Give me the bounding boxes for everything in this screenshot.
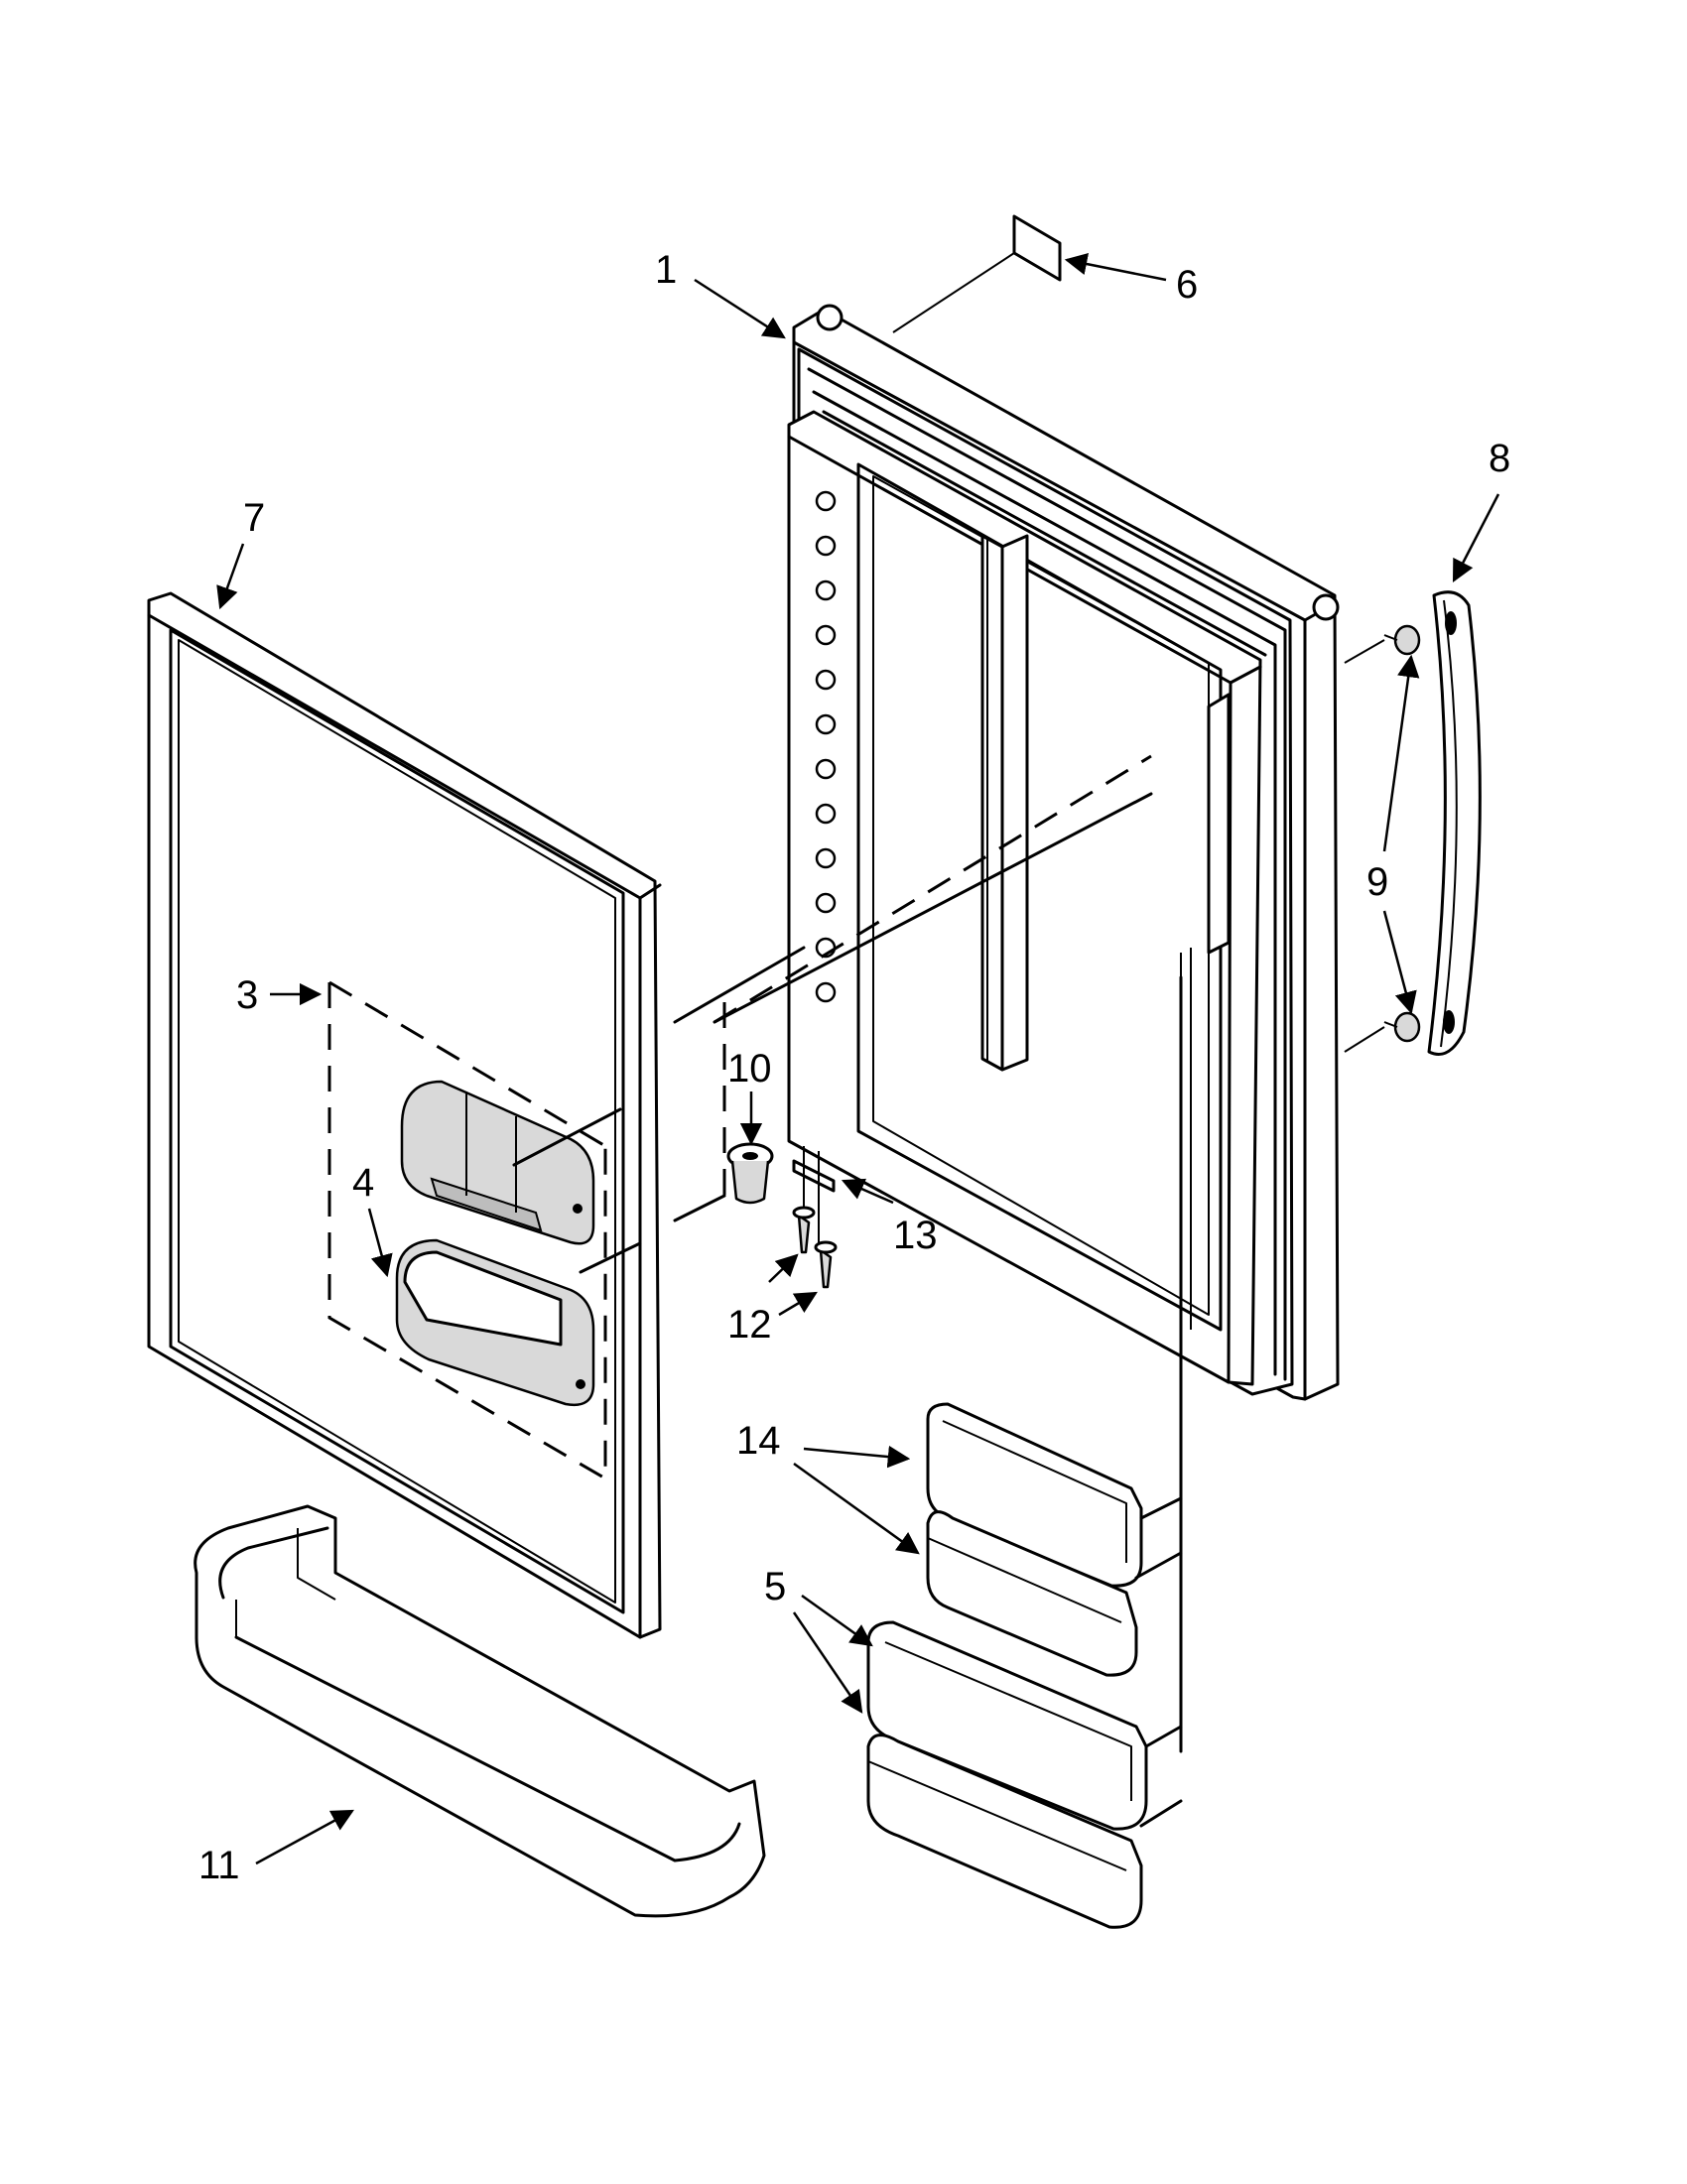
callout-14: 14 <box>736 1419 781 1463</box>
callout-7: 7 <box>243 496 265 540</box>
part-3-4-dispenser-group <box>327 980 642 1481</box>
liner-shelf-clips <box>815 490 837 1003</box>
part-10-bushing <box>726 1142 774 1205</box>
callout-1: 1 <box>655 248 677 292</box>
part-4-dispenser-tray <box>395 1238 595 1407</box>
callout-8: 8 <box>1489 437 1510 480</box>
callout-4: 4 <box>352 1161 374 1205</box>
callout-10: 10 <box>727 1047 772 1091</box>
part-14-door-bins <box>926 1402 1183 1677</box>
leader-lines <box>216 252 1500 1865</box>
callout-13: 13 <box>893 1214 938 1257</box>
part-12-screws <box>792 1206 838 1289</box>
callout-6: 6 <box>1176 263 1198 307</box>
callout-3: 3 <box>236 973 258 1017</box>
part-6-label <box>892 214 1062 333</box>
callout-5: 5 <box>764 1565 786 1608</box>
callout-12: 12 <box>727 1303 772 1347</box>
part-8-handle <box>1427 590 1482 1056</box>
callout-labels: 1 6 7 8 9 3 4 10 13 12 14 5 11 <box>198 248 1510 1887</box>
callout-9: 9 <box>1366 860 1388 904</box>
part-1-door-liner <box>787 304 1340 1753</box>
callout-11: 11 <box>198 1844 240 1887</box>
part-3-dispenser-cover <box>400 1080 595 1245</box>
part-5-door-bins <box>866 1620 1183 1929</box>
part-11-bottom-bin <box>194 1504 766 1918</box>
part-9-handle-screws <box>1344 624 1421 1053</box>
